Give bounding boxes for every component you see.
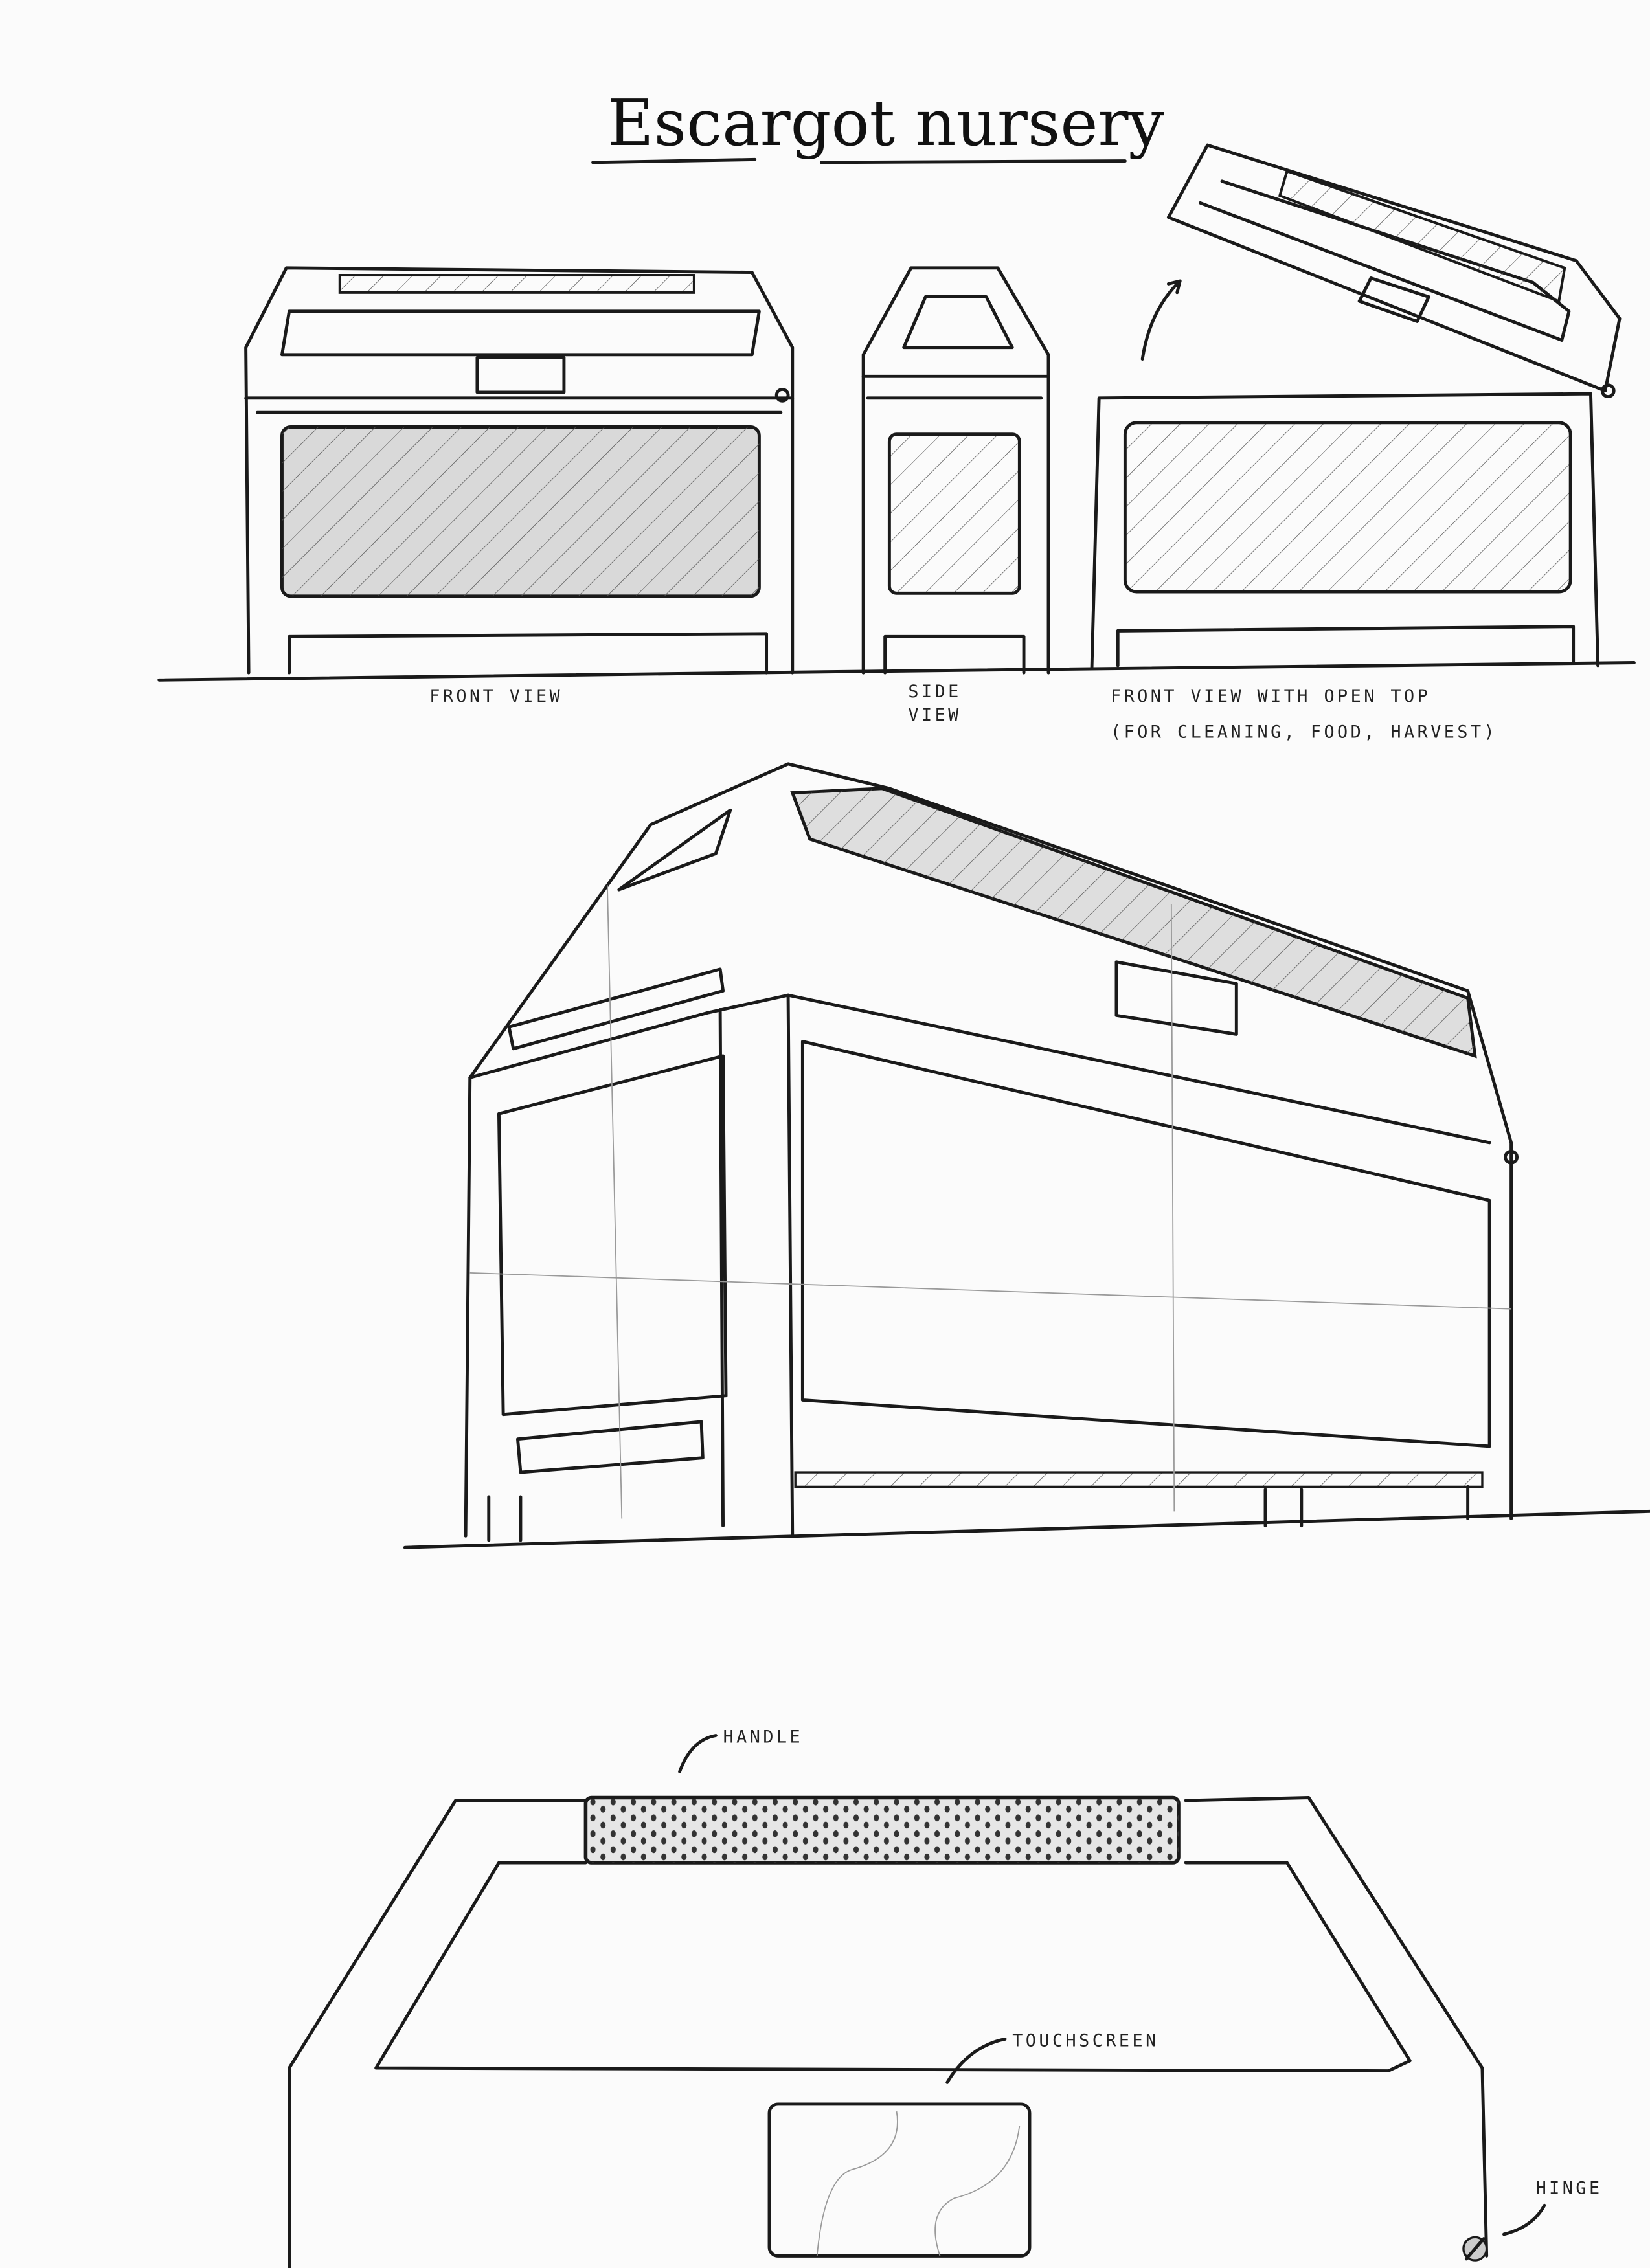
open-view-label-1: FRONT VIEW WITH OPEN TOP (1111, 686, 1430, 706)
front-view (244, 266, 795, 675)
handle-callout: HANDLE (723, 1727, 804, 1747)
top-lid-detail (288, 1734, 1546, 2268)
side-view-label-2: VIEW (908, 705, 961, 725)
front-view-label: FRONT VIEW (429, 686, 563, 706)
perspective-view (403, 762, 1650, 1549)
open-view-label-2: (FOR CLEANING, FOOD, HARVEST) (1111, 723, 1497, 743)
ground-line (157, 661, 1636, 682)
touchscreen-callout: TOUCHSCREEN (1012, 2031, 1159, 2051)
title-underline (591, 157, 1127, 164)
side-view (861, 266, 1050, 675)
open-top-view (1090, 143, 1622, 670)
hinge-callout: HINGE (1536, 2178, 1603, 2198)
sketch-title: Escargot nursery (607, 87, 1165, 161)
side-view-label-1: SIDE (908, 682, 961, 702)
